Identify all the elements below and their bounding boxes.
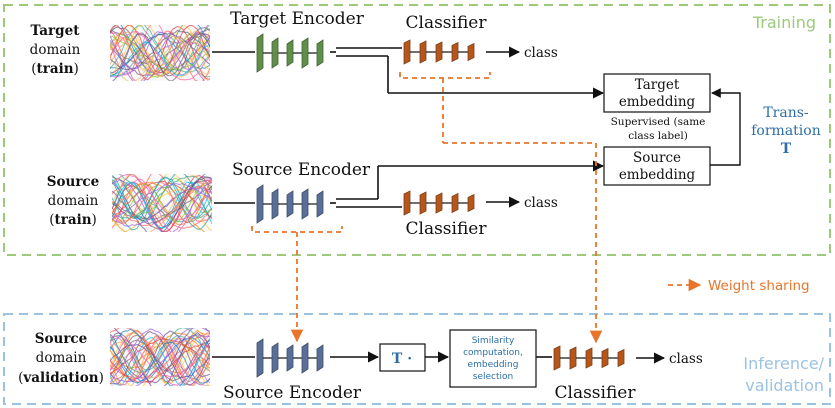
validation-domain-word: domain	[36, 350, 87, 366]
classifier-layer	[585, 347, 593, 369]
classifier-layer	[467, 193, 475, 213]
timeseries-thumbnail-icon	[112, 174, 212, 232]
inference-region-label-line1: Inference/	[743, 354, 824, 373]
supervision-line2: class label)	[628, 130, 688, 142]
validation-domain-split: (validation)	[18, 370, 104, 386]
validation-domain-name: Source	[35, 331, 88, 347]
classifier-layer	[451, 192, 459, 214]
validation-class-output: class	[669, 351, 703, 367]
source-embedding-line2: embedding	[619, 167, 696, 183]
similarity-line4: selection	[473, 372, 513, 382]
classifier-layer	[451, 41, 459, 63]
source-domain-name: Source	[47, 174, 100, 190]
encoder-layer	[301, 37, 309, 69]
classifier-layer	[419, 191, 427, 215]
target-split-value: train	[36, 61, 73, 77]
source-class-output: class	[524, 195, 558, 211]
target-domain-word: domain	[30, 42, 81, 58]
source-encoder	[256, 184, 324, 224]
inference-region	[3, 313, 831, 405]
classifier-layer	[435, 192, 443, 214]
encoder-layer	[301, 342, 309, 374]
classifier-layer	[435, 41, 443, 63]
source-embedding-line1: Source	[633, 150, 681, 166]
similarity-line1: Similarity	[472, 336, 515, 346]
timeseries-thumbnail-icon	[110, 25, 210, 81]
target-encoder	[256, 33, 324, 73]
source-domain-split: (train)	[49, 212, 97, 228]
timeseries-thumbnail-icon	[110, 328, 210, 386]
transformation-line2: formation	[751, 123, 820, 139]
transform-box-label: T ·	[392, 351, 412, 367]
classifier-layer	[403, 190, 411, 216]
validation-classifier-label: Classifier	[555, 383, 637, 403]
validation-split-value: validation	[22, 370, 98, 386]
encoder-layer	[256, 33, 264, 73]
validation-classifier	[553, 345, 625, 371]
target-class-output: class	[524, 45, 558, 61]
target-classifier	[403, 39, 475, 65]
supervision-line1: Supervised (same	[611, 116, 706, 128]
encoder-layer	[316, 190, 324, 218]
encoder-layer	[316, 344, 324, 372]
classifier-layer	[601, 347, 609, 369]
target-embedding-box	[603, 73, 711, 113]
source-classifier	[403, 190, 475, 216]
target-embedding-line1: Target	[635, 77, 680, 93]
encoder-layer	[271, 37, 279, 69]
source-encoder-label: Source Encoder	[232, 160, 371, 180]
target-domain-split: (train)	[31, 61, 79, 77]
training-region	[3, 4, 831, 256]
encoder-layer	[286, 190, 294, 218]
similarity-box	[449, 329, 537, 388]
classifier-layer	[403, 39, 411, 65]
training-region-label: Training	[752, 13, 816, 32]
encoder-layer	[271, 342, 279, 374]
classifier-layer	[419, 40, 427, 64]
encoder-layer	[316, 39, 324, 67]
validation-encoder-label: Source Encoder	[223, 383, 362, 403]
target-classifier-label: Classifier	[406, 13, 488, 33]
validation-source-encoder	[256, 338, 324, 378]
encoder-layer	[301, 188, 309, 220]
weight-sharing-legend-label: Weight sharing	[708, 278, 810, 294]
encoder-layer	[256, 338, 264, 378]
source-domain-word: domain	[48, 193, 99, 209]
classifier-layer	[553, 345, 561, 371]
transformation-line1: Trans-	[763, 105, 809, 121]
similarity-line3: embedding	[468, 360, 519, 370]
similarity-line2: computation,	[463, 348, 523, 358]
source-classifier-label: Classifier	[406, 219, 488, 239]
source-split-value: train	[54, 212, 91, 228]
classifier-layer	[569, 346, 577, 370]
classifier-layer	[467, 42, 475, 62]
encoder-layer	[286, 344, 294, 372]
transformation-symbol: T	[781, 141, 792, 157]
encoder-layer	[271, 188, 279, 220]
source-embedding-box	[603, 146, 711, 186]
encoder-layer	[286, 39, 294, 67]
weight-sharing-links	[251, 72, 603, 344]
target-encoder-label: Target Encoder	[230, 9, 365, 29]
target-embedding-line2: embedding	[619, 94, 696, 110]
inference-region-label-line2: validation	[745, 376, 824, 395]
encoder-layer	[256, 184, 264, 224]
target-domain-name: Target	[31, 23, 81, 39]
classifier-layer	[617, 348, 625, 368]
